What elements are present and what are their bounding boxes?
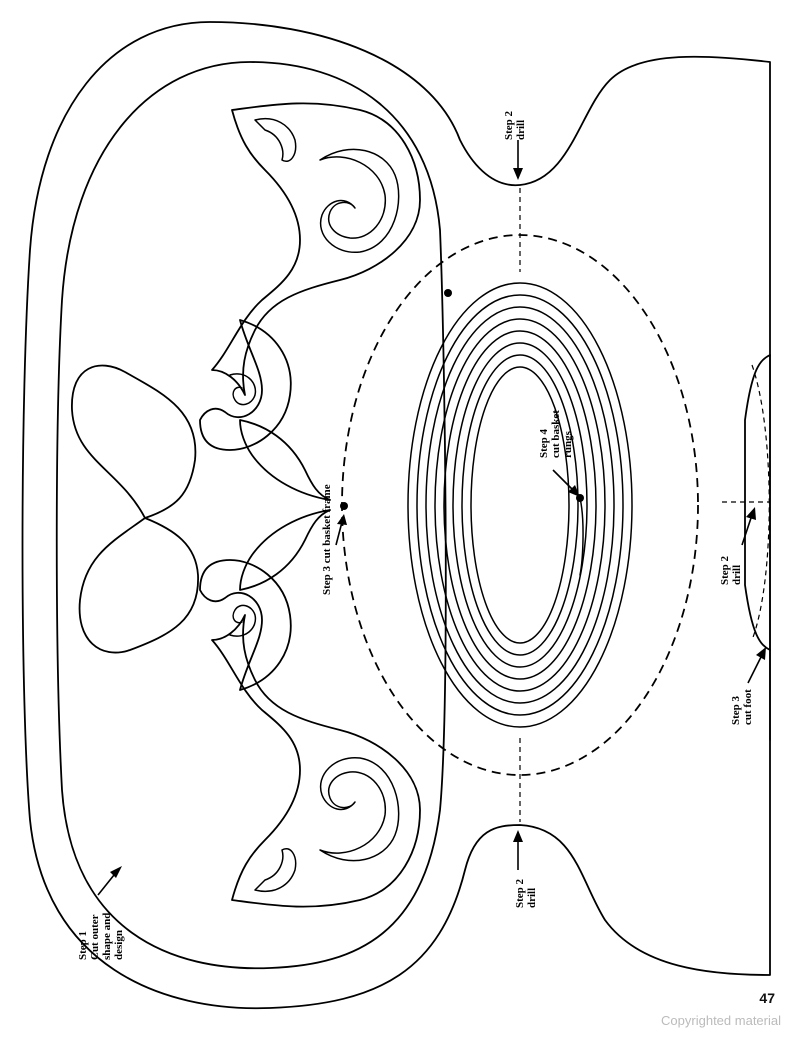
step2-bottom-line-1: Step 2 [514,878,526,908]
rung-6 [452,342,588,668]
rung-7 [461,354,579,656]
inner-rim-outline [55,61,447,970]
rung-4 [434,318,606,692]
step4-label: Step 4 cut basket rungs [538,407,574,458]
step1-line-4: design [113,930,125,960]
rung-1 [407,282,633,728]
rung-8 [470,366,570,644]
step4-line-3: rungs [562,430,574,458]
mid-upper-scroll-inner [229,373,257,406]
step1-line-1: Step 1 [77,931,89,960]
drill-dot-frame [340,502,348,510]
step1-label: Step 1 Cut outer shape and design [77,910,125,960]
step2-bottom-line-2: drill [526,888,538,908]
rung-3 [425,306,615,704]
step3-frame-arrow [335,514,347,546]
heart-cutout [71,364,199,654]
step4-arrow [552,469,580,497]
step3-foot-label: Step 3 cut foot [730,689,754,725]
step4-line-1: Step 4 [538,428,550,458]
upper-leaf-cutout [254,118,297,162]
mid-upper-scroll [199,319,292,451]
step2-foot-label: Step 2 drill [719,553,743,585]
step3-foot-line-2: cut foot [742,689,754,725]
step2-top-line-2: drill [515,120,527,140]
step1-line-2: Cut outer [89,914,101,960]
lower-leaf-cutout [254,848,297,892]
drill-dot-rungs-start [444,289,452,297]
step4-line-2: cut basket [550,410,562,458]
step2-bottom-arrow [513,830,523,870]
step3-foot-line-1: Step 3 [730,695,742,725]
step3-foot-arrow [747,647,766,684]
mid-lower-leaf [239,509,331,591]
step2-top-line-1: Step 2 [503,110,515,140]
step1-arrow [97,866,122,896]
foot-outline [744,354,771,651]
mid-lower-scroll-inner [229,604,257,637]
page-number: 47 [759,990,775,1006]
basket-rungs [407,282,633,728]
step1-line-3: shape and [101,913,113,960]
upper-scroll-inner [319,148,400,253]
mid-upper-leaf [239,419,331,501]
basket-frame-cutline [341,234,699,776]
step2-top-arrow [513,140,523,180]
upper-scroll-frame [211,102,421,396]
step3-frame-label: Step 3 cut basket frame [321,484,333,595]
lower-scroll-frame [211,614,421,908]
lower-scroll-inner [319,757,400,862]
rung-5 [443,330,597,680]
step2-foot-line-2: drill [731,565,743,585]
rung-2 [416,294,624,716]
outer-shape-outline [21,21,771,1010]
mid-lower-scroll [199,559,292,691]
foot-cutline [751,364,770,641]
step2-top-label: Step 2 drill [503,108,527,140]
copyright-notice: Copyrighted material [661,1013,781,1028]
step2-bottom-label: Step 2 drill [514,876,538,908]
rung-center-line [579,497,584,576]
step2-foot-line-1: Step 2 [719,555,731,585]
step2-foot-arrow [741,507,756,546]
